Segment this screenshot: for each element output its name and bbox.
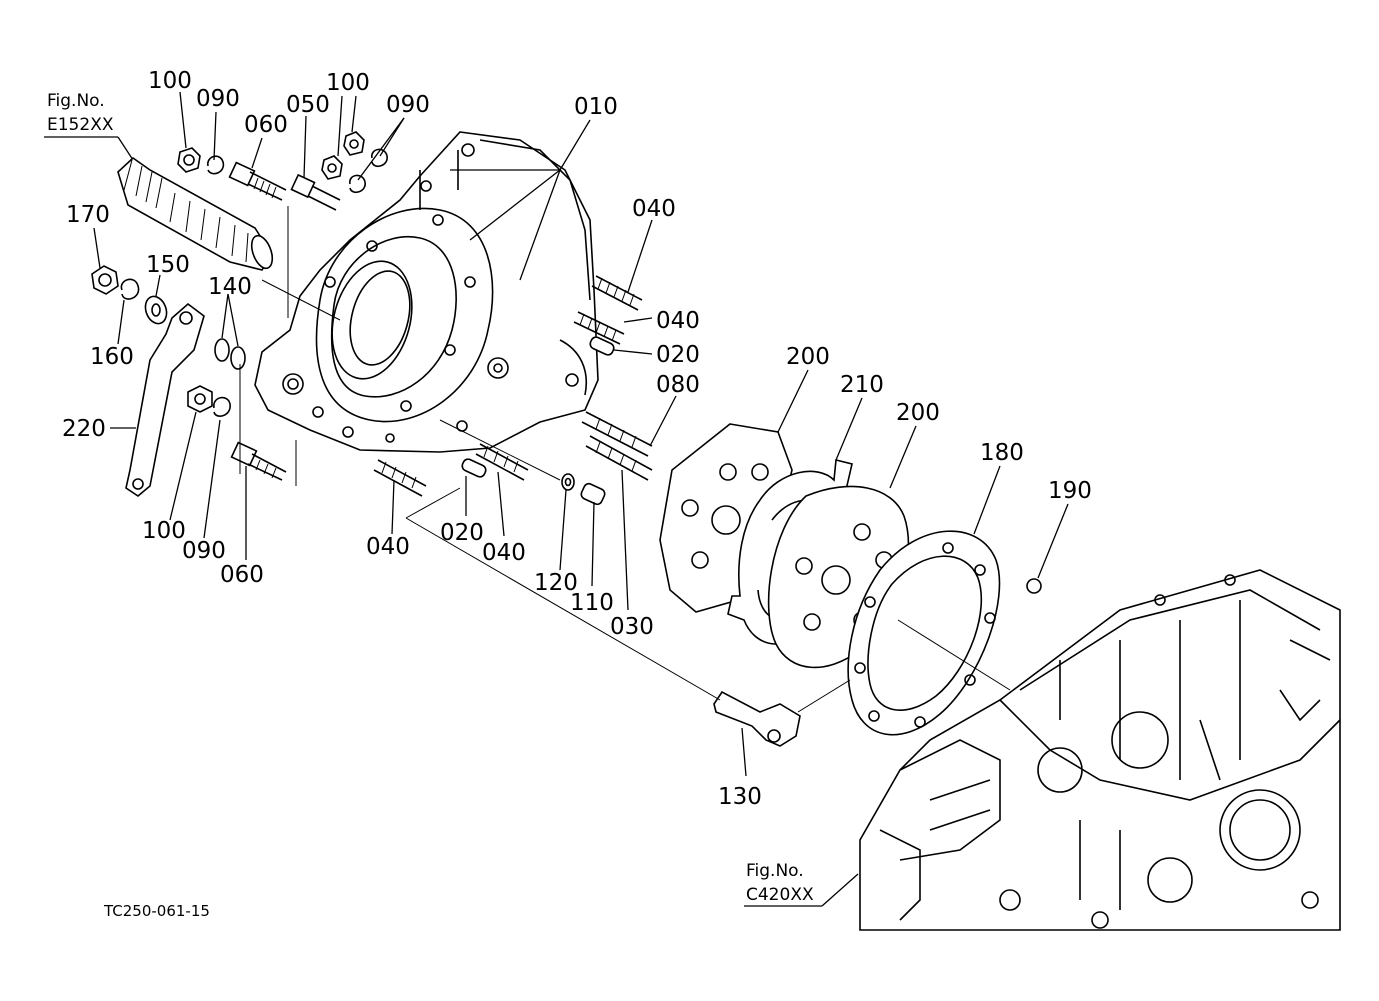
pin-020-right [589,336,615,356]
bolt-060-lower [230,441,287,481]
shaft-130 [713,690,801,747]
lever-220 [125,302,205,497]
nuts-100-top [321,131,365,180]
transmission-case [859,569,1341,931]
stud-040-lower-b [475,443,529,481]
stud-040-lower-a [373,459,427,497]
stud-040-upper [591,275,643,311]
callout-100: 100 [326,70,370,96]
callout-200: 200 [896,400,940,426]
callout-160: 160 [90,344,134,370]
ball-190 [1026,578,1042,594]
studs-030-080 [581,411,653,481]
stud-040-mid [573,311,625,345]
washer-120 [561,473,575,491]
nut-170 [91,265,119,295]
callout-150: 150 [146,252,190,278]
washer-090-lower [213,396,231,417]
callout-100: 100 [148,68,192,94]
callout-100: 100 [142,518,186,544]
callout-030: 030 [610,614,654,640]
callout-140: 140 [208,274,252,300]
callout-210: 210 [840,372,884,398]
callout-020: 020 [656,342,700,368]
callout-190: 190 [1048,478,1092,504]
callout-110: 110 [570,590,614,616]
callout-090: 090 [182,538,226,564]
fig-label: Fig.No. [746,861,804,881]
fig-code: C420XX [746,885,814,905]
callout-040: 040 [656,308,700,334]
callout-040: 040 [482,540,526,566]
washer-160 [120,278,140,300]
callout-130: 130 [718,784,762,810]
pin-020-lower [461,458,487,478]
fig-code: E152XX [47,115,114,135]
bolt-060-top [228,161,287,201]
fig-label: Fig.No. [47,91,105,111]
figure-ref-c420: Fig.No. C420XX [744,861,859,907]
gasket-180 [847,530,1001,736]
washer-090-top-left [207,155,225,175]
callout-060: 060 [244,112,288,138]
callout-020: 020 [440,520,484,546]
splined-shaft [117,156,274,271]
plug-110 [580,482,606,506]
callout-180: 180 [980,440,1024,466]
callout-050: 050 [286,92,330,118]
nut-100-lower [187,385,213,413]
callout-170: 170 [66,202,110,228]
callout-200: 200 [786,344,830,370]
callout-220: 220 [62,416,106,442]
washer-150 [144,295,168,325]
housing-010 [254,131,599,453]
leader-lines [93,91,1069,777]
callout-080: 080 [656,372,700,398]
callout-040: 040 [366,534,410,560]
callout-010: 010 [574,94,618,120]
figure-ref-e152: Fig.No. E152XX [44,91,134,161]
nut-100-top-left [177,147,201,173]
washers-090-top [349,148,388,194]
callouts: 100 090 060 050 100 090 010 040 040 020 … [62,68,1092,810]
callout-060: 060 [220,562,264,588]
callout-120: 120 [534,570,578,596]
drawing-code: TC250-061-15 [103,902,210,920]
callout-090: 090 [386,92,430,118]
callout-090: 090 [196,86,240,112]
assembly-centerlines [239,206,1011,713]
o-rings-140 [214,338,246,370]
callout-040: 040 [632,196,676,222]
bolt-050 [290,173,341,211]
